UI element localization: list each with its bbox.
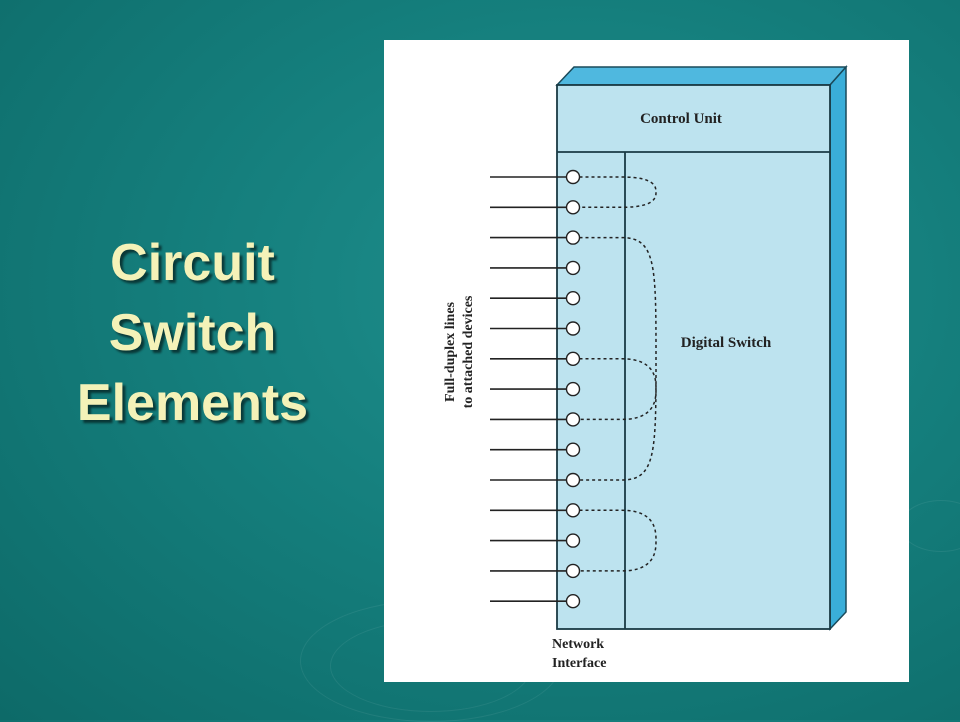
interface-terminal [565,412,581,427]
circuit-switch-diagram: Control Unit Digital Switch Full-duplex … [443,65,848,671]
interface-terminal [565,200,581,215]
interface-terminal [565,230,581,245]
title-line-2: Switch [108,304,277,362]
interface-terminal [565,351,581,366]
background-ripple [900,500,960,552]
interface-terminal [565,533,581,548]
interface-terminal [565,503,581,518]
box-side-face [829,65,847,631]
full-duplex-lines [490,176,567,603]
interface-terminal [565,472,581,488]
switch-connection [579,509,657,572]
box-front-face [556,84,831,630]
interface-terminal [565,291,581,306]
interface-terminal [565,169,581,185]
digital-switch-label: Digital Switch [681,335,772,351]
side-label-line2: to attached devices [461,295,476,408]
slide-title: Circuit Switch Elements [40,228,345,438]
control-unit-label: Control Unit [640,111,722,127]
network-interface-label-line2: Interface [552,656,606,671]
switch-connection [579,236,657,481]
switch-connections [579,176,657,572]
interface-terminal [565,381,581,397]
box-top-face [555,66,848,86]
switch-connection [579,176,657,209]
interface-terminal [565,563,581,579]
side-label-line1: Full-duplex lines [443,301,458,402]
diagram-panel: Control Unit Digital Switch Full-duplex … [384,40,909,682]
interface-terminal [565,442,581,457]
title-line-1: Circuit [110,234,275,292]
interface-terminals [565,169,581,609]
interface-terminal [565,260,581,276]
title-line-3: Elements [76,374,309,432]
interface-terminal [565,321,581,336]
network-interface-label-line1: Network [552,637,604,652]
interface-terminal [565,594,581,609]
switch-connection [579,358,657,421]
